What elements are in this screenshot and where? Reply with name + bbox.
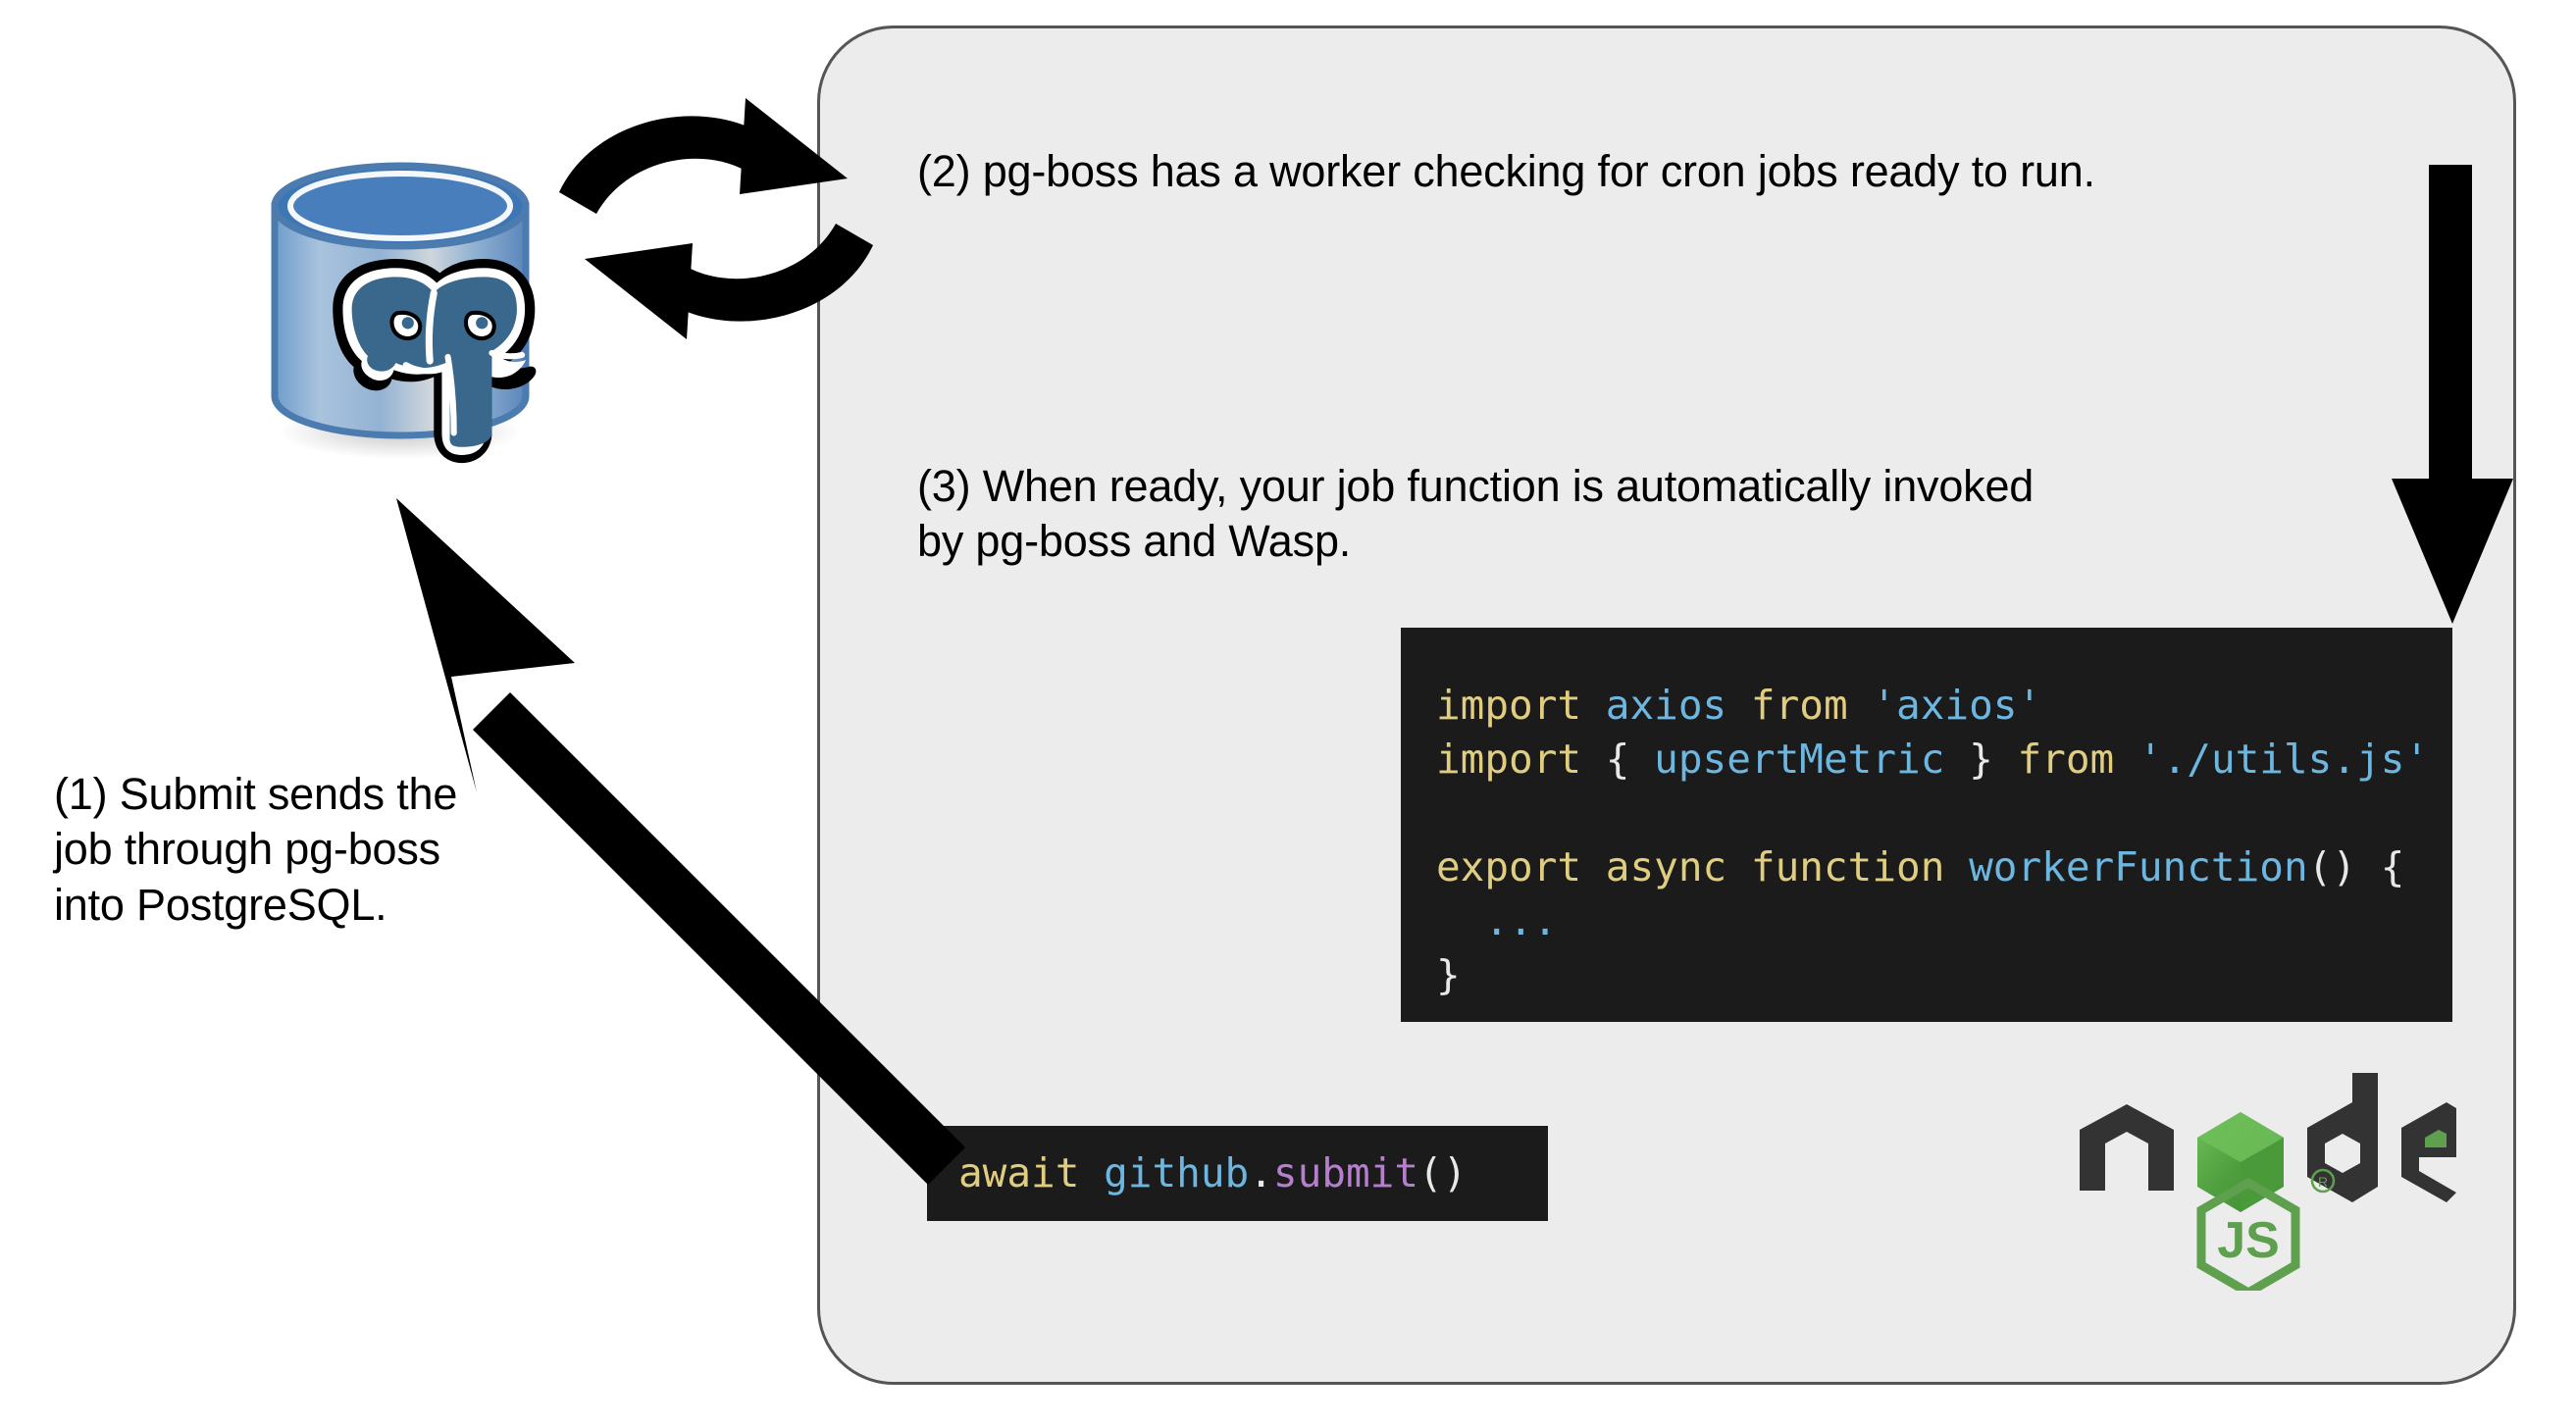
sync-arrows-icon <box>553 84 879 357</box>
code-string-utils: './utils.js' <box>2138 736 2430 783</box>
postgresql-logo <box>253 149 538 465</box>
code-identifier-upsertmetric: upsertMetric <box>1654 736 1945 783</box>
down-arrow <box>2374 165 2531 636</box>
code-identifier-axios: axios <box>1605 682 1727 729</box>
code-method-submit: submit <box>1272 1149 1419 1196</box>
code-keyword-import-2: import <box>1436 736 1582 783</box>
code-ellipsis: ... <box>1484 897 1558 944</box>
code-brace-close: } <box>1969 736 1993 783</box>
svg-text:R: R <box>2318 1174 2328 1190</box>
code-keyword-from-2: from <box>2017 736 2115 783</box>
code-parens: () <box>2307 843 2357 890</box>
code-dot: . <box>1249 1149 1273 1196</box>
code-call-parens: () <box>1418 1149 1468 1196</box>
code-brace-open: { <box>1605 736 1630 783</box>
code-body-brace-open: { <box>2380 843 2405 890</box>
code-keyword-from: from <box>1750 682 1848 729</box>
caption-step-1: (1) Submit sends the job through pg-boss… <box>54 769 458 930</box>
code-body-brace-close: } <box>1436 951 1461 998</box>
code-keyword-export: export <box>1436 843 1582 890</box>
code-object-github: github <box>1104 1149 1250 1196</box>
code-keyword-async: async <box>1605 843 1727 890</box>
submit-call-code-block: await github.submit() <box>927 1126 1548 1221</box>
caption-step-2: (2) pg-boss has a worker checking for cr… <box>917 146 2095 196</box>
caption-step-3: (3) When ready, your job function is aut… <box>917 461 2035 567</box>
nodejs-badge-text: JS <box>2217 1212 2280 1269</box>
code-keyword-await: await <box>958 1149 1080 1196</box>
submit-to-postgres-arrow <box>383 481 971 1196</box>
code-function-name: workerFunction <box>1969 843 2308 890</box>
code-string-axios: 'axios' <box>1872 682 2042 729</box>
nodejs-logo: JS R <box>2072 1065 2464 1298</box>
code-keyword-import: import <box>1436 682 1582 729</box>
worker-function-code-block: import axios from 'axios' import { upser… <box>1401 628 2452 1022</box>
code-keyword-function: function <box>1750 843 1945 890</box>
